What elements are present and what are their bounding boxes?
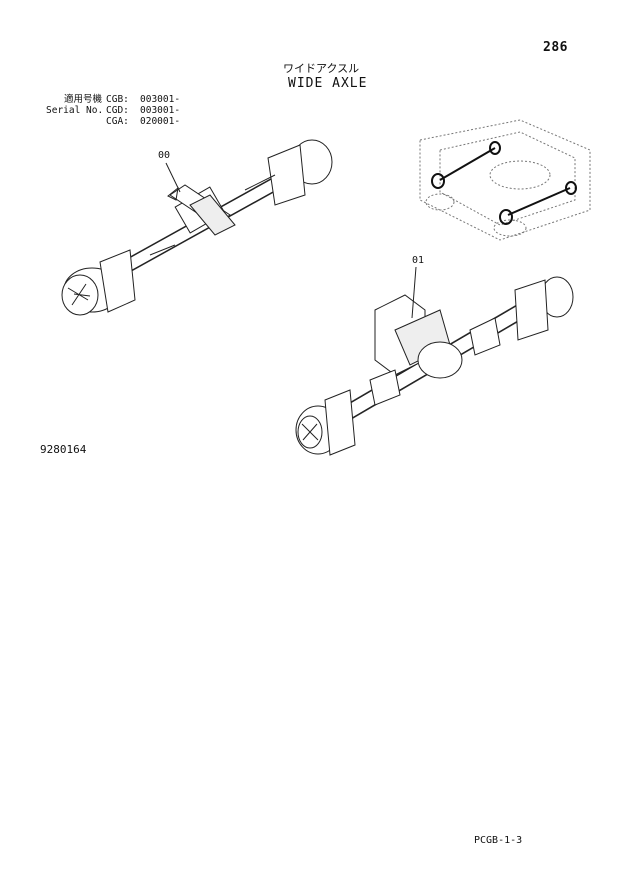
callout-01: 01	[412, 255, 425, 266]
serial-code: CGB:	[106, 94, 129, 105]
leader-line-01	[411, 266, 417, 319]
footer-code: PCGB-1-3	[474, 835, 523, 846]
serial-label-jp: 適用号機	[63, 94, 102, 105]
serial-row: Serial No. CGD: 003001-	[46, 105, 180, 116]
serial-code: CGD:	[106, 105, 129, 116]
serial-row: CGA: 020001-	[46, 116, 180, 127]
title-english: WIDE AXLE	[288, 76, 368, 91]
leader-line-00	[165, 162, 181, 193]
figure-number: 9280164	[40, 443, 87, 456]
serial-value: 003001-	[140, 94, 181, 105]
serial-value: 003001-	[140, 105, 181, 116]
callout-00: 00	[158, 150, 171, 161]
title-japanese: ワイドアクスル	[283, 62, 360, 75]
axle-01-drawing	[295, 276, 574, 456]
inset-highlighted-axles	[431, 141, 577, 225]
serial-value: 020001-	[140, 116, 181, 127]
serial-label-en: Serial No.	[46, 105, 104, 116]
serial-row: 適用号機 CGB: 003001-	[46, 94, 180, 105]
axle-00-drawing	[61, 139, 333, 316]
serial-code: CGA:	[106, 116, 129, 127]
serial-block: 適用号機 CGB: 003001- Serial No. CGD: 003001…	[46, 94, 180, 127]
vehicle-location-inset	[419, 119, 591, 241]
page-number: 286	[543, 40, 568, 55]
